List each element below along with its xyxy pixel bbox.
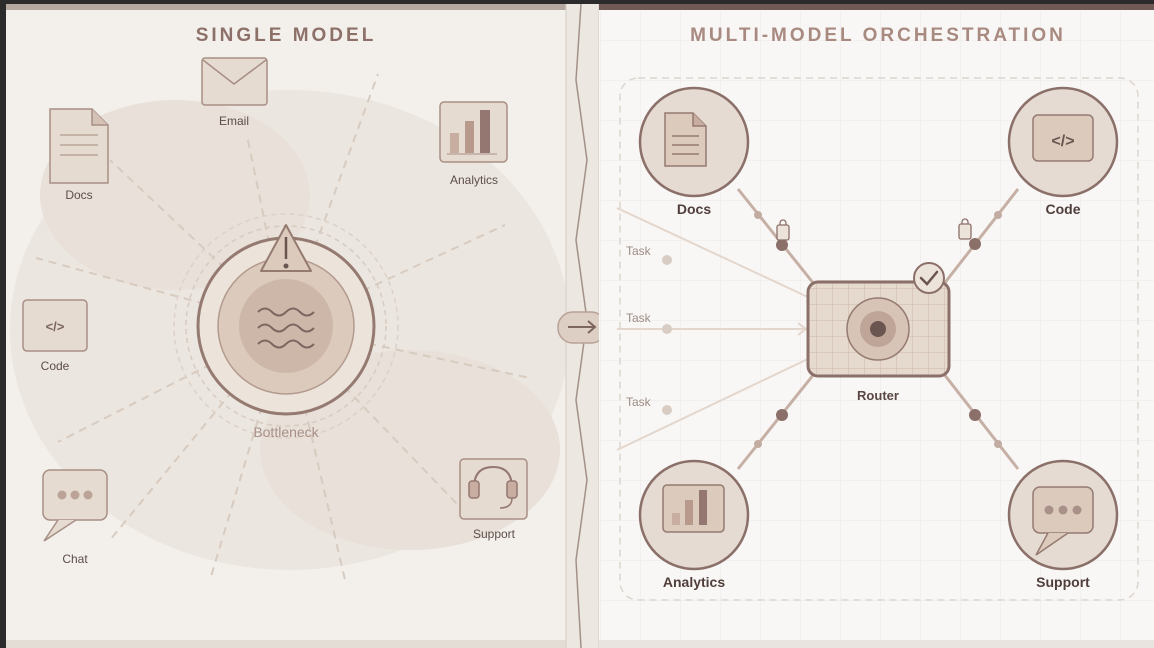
left-node-analytics-label: Analytics [450, 173, 498, 187]
bar-chart-icon [662, 484, 725, 533]
left-node-email: Email [201, 57, 268, 128]
connector-dots [754, 211, 1002, 448]
left-node-email-label: Email [219, 114, 249, 128]
right-node-analytics-label: Analytics [663, 574, 725, 590]
right-node-analytics: Analytics [638, 459, 750, 590]
envelope-icon [201, 57, 268, 106]
right-node-code-label: Code [1046, 201, 1081, 217]
task-dot [662, 405, 672, 415]
router-node: Router [806, 262, 951, 403]
task-label: Task [626, 244, 652, 258]
left-node-docs-label: Docs [65, 188, 92, 202]
router-label: Router [857, 388, 899, 403]
headset-icon [459, 458, 528, 520]
left-title: SINGLE MODEL [196, 25, 377, 46]
lock-icon [776, 219, 790, 241]
code-icon: </> [22, 299, 88, 352]
checkmark-icon [913, 262, 945, 294]
right-node-code: </> Code [1007, 86, 1119, 217]
left-node-code-label: Code [41, 359, 70, 373]
right-node-docs: Docs [638, 86, 750, 217]
task-dot [662, 324, 672, 334]
left-node-chat: Chat [42, 469, 108, 566]
document-icon [49, 108, 109, 184]
code-icon: </> [1032, 114, 1094, 162]
left-node-support-label: Support [473, 527, 516, 541]
bar-chart-icon [439, 101, 508, 163]
right-node-docs-label: Docs [677, 201, 711, 217]
warning-icon [260, 224, 312, 272]
task-label: Task [626, 395, 652, 409]
bottleneck-label: Bottleneck [253, 424, 319, 440]
lock-icon [958, 218, 972, 240]
code-icon-glyph: </> [46, 319, 65, 334]
bottleneck-core: Bottleneck [173, 213, 399, 440]
left-node-chat-label: Chat [62, 552, 88, 566]
chat-bubble-icon [42, 469, 108, 542]
document-icon [664, 112, 707, 167]
task-lines: Task Task Task [616, 207, 811, 451]
panel-divider [557, 3, 607, 648]
left-node-support: Support [459, 458, 528, 541]
arrow-right-icon [557, 311, 607, 344]
right-node-support-label: Support [1036, 574, 1090, 590]
wave-icon [257, 307, 315, 349]
left-node-code: </> Code [22, 299, 88, 373]
left-node-analytics: Analytics [439, 101, 508, 187]
code-icon-glyph: </> [1051, 133, 1074, 150]
left-node-docs: Docs [49, 108, 109, 202]
right-panel: MULTI-MODEL ORCHESTRATION Task Task Task [599, 4, 1154, 648]
right-node-support: Support [1007, 459, 1119, 590]
right-title: MULTI-MODEL ORCHESTRATION [690, 25, 1066, 46]
chat-bubble-icon [1032, 486, 1094, 556]
left-panel: SINGLE MODEL Email Docs [6, 4, 570, 648]
task-dot [662, 255, 672, 265]
task-label: Task [626, 311, 652, 325]
